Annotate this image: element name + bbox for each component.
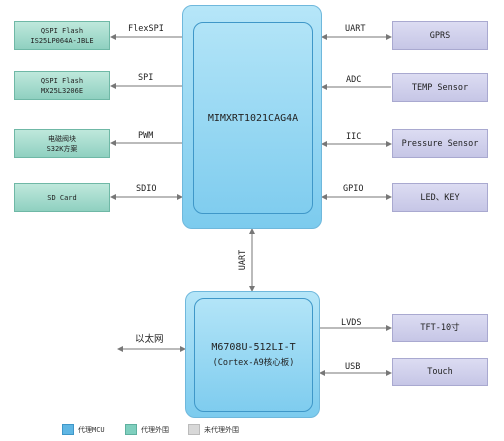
right-block-touch: Touch (392, 358, 488, 386)
legend-label-peripheral: 代理外围 (141, 426, 169, 434)
mcu-block: MIMXRT1021CAG4A (182, 5, 322, 229)
vertical-uart-label: UART (238, 249, 249, 271)
core-board-label-2: (Cortex-A9核心板) (212, 358, 295, 368)
bus-label-sdio: SDIO (136, 184, 157, 194)
ethernet-label: 以太网 (135, 334, 164, 345)
mcu-label: MIMXRT1021CAG4A (207, 112, 299, 124)
legend-swatch-unagent (188, 424, 200, 435)
right-block-led-key: LED、KEY (392, 183, 488, 212)
core-board-block: M6708U-512LI-T (Cortex-A9核心板) (185, 291, 320, 418)
left-block-line2: MX25L3206E (40, 86, 84, 95)
left-block-qspi-is25: QSPI Flash IS25LP064A-JBLE (14, 21, 110, 50)
legend-label-mcu: 代理MCU (78, 426, 105, 434)
bus-label-spi: SPI (138, 73, 154, 83)
core-board-label-1: M6708U-512LI-T (211, 342, 296, 353)
bus-label-gpio: GPIO (343, 184, 364, 194)
left-block-qspi-mx25: QSPI Flash MX25L3206E (14, 71, 110, 100)
bus-label-uart: UART (345, 24, 366, 34)
right-block-temp: TEMP Sensor (392, 73, 488, 102)
right-block-gprs: GPRS (392, 21, 488, 50)
bus-label-usb: USB (345, 362, 361, 372)
left-block-line1: QSPI Flash (40, 76, 84, 85)
left-block-line2: S32K方案 (46, 144, 78, 153)
right-block-pressure: Pressure Sensor (392, 129, 488, 158)
bus-label-iic: IIC (346, 132, 362, 142)
left-block-line1: SD Card (47, 193, 77, 202)
legend-swatch-peripheral (125, 424, 137, 435)
legend-label-unagent: 未代理外围 (204, 426, 239, 434)
left-block-line1: 电磁阀块 (48, 134, 76, 143)
legend-swatch-mcu (62, 424, 74, 435)
bus-label-lvds: LVDS (341, 318, 362, 328)
bus-label-flexspi: FlexSPI (128, 24, 164, 34)
left-block-sd-card: SD Card (14, 183, 110, 212)
left-block-solenoid: 电磁阀块 S32K方案 (14, 129, 110, 158)
left-block-line2: IS25LP064A-JBLE (30, 36, 94, 45)
left-block-line1: QSPI Flash (40, 26, 84, 35)
bus-label-pwm: PWM (138, 131, 154, 141)
right-block-tft: TFT-10寸 (392, 314, 488, 342)
bus-label-adc: ADC (346, 75, 362, 85)
